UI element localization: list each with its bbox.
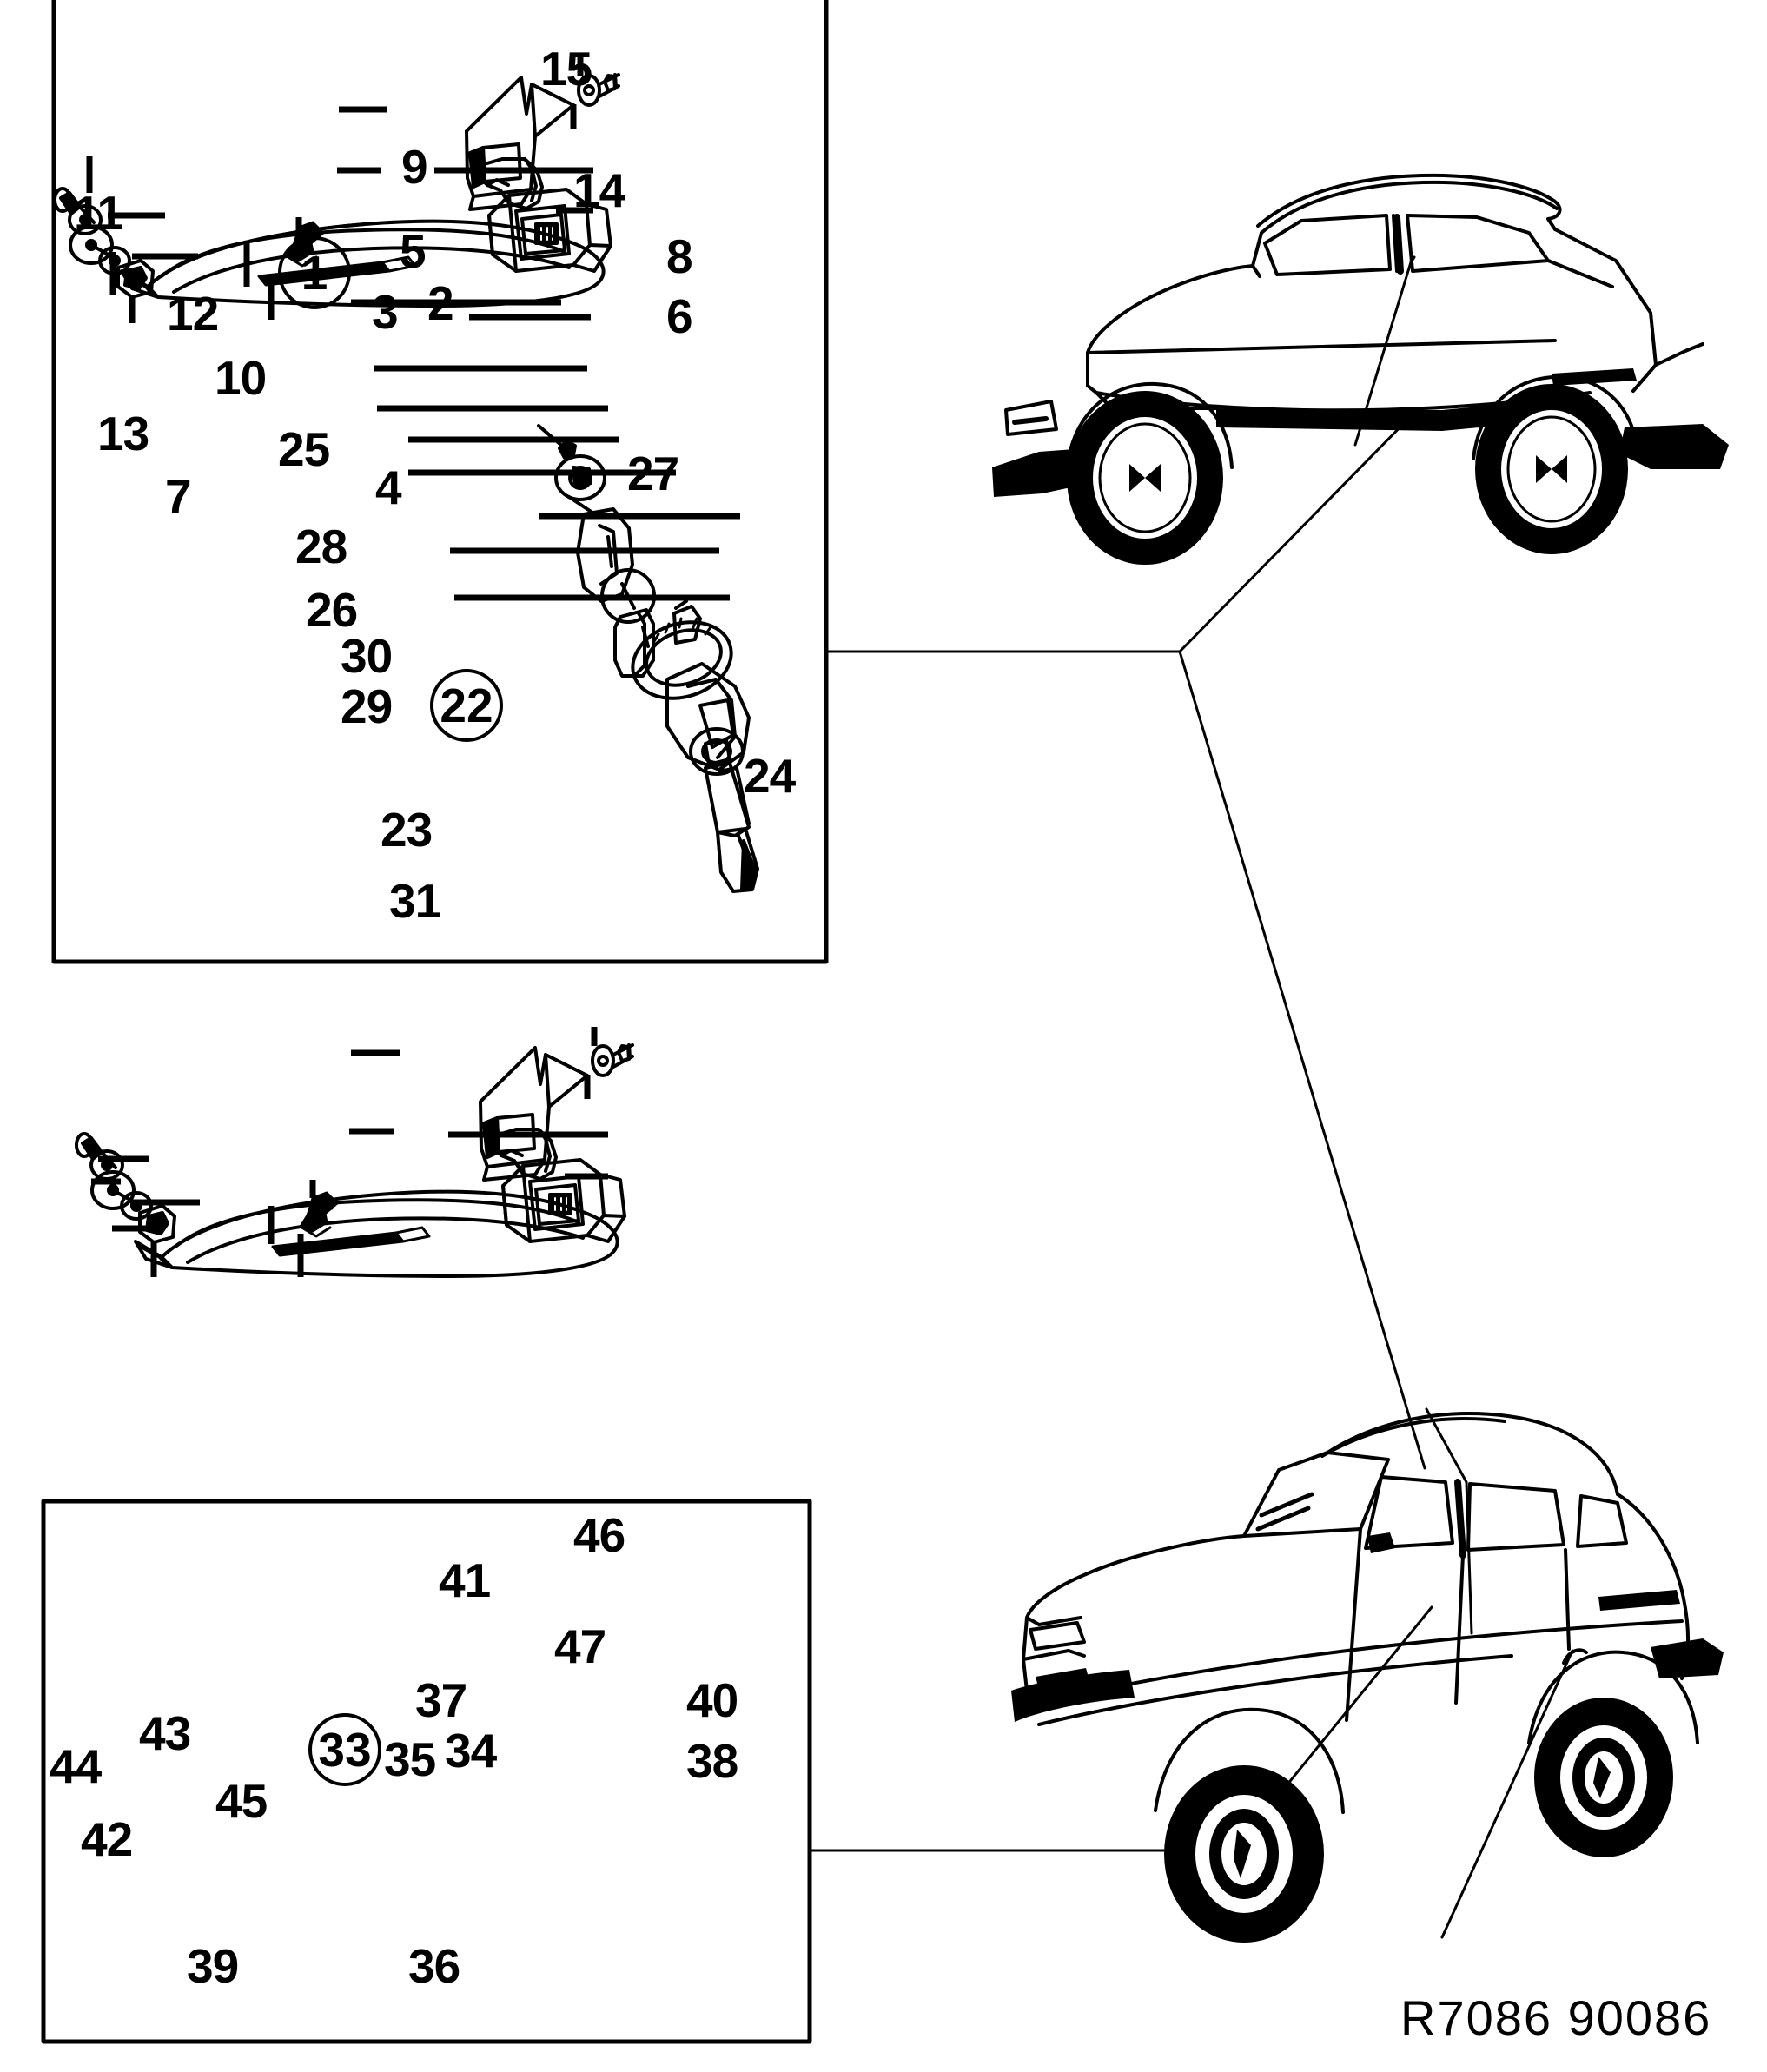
part-29-ring-teeth xyxy=(652,617,712,645)
callout-25: 25 xyxy=(278,422,330,476)
part-30-bracket xyxy=(613,608,655,678)
assembly-balloon-1: 1 xyxy=(278,236,351,309)
callout-4: 4 xyxy=(375,460,402,514)
vehicle-illustration-lower xyxy=(1011,1407,1724,1943)
callout-8: 8 xyxy=(666,229,693,283)
callout-12: 12 xyxy=(167,287,219,341)
callout-43: 43 xyxy=(139,1706,191,1760)
callout-40: 40 xyxy=(686,1673,738,1727)
callout-29: 29 xyxy=(341,679,393,733)
callout-5: 5 xyxy=(400,224,427,278)
part-29-clamp-ring xyxy=(631,620,733,700)
assembly-balloon-22: 22 xyxy=(430,669,503,742)
callout-10: 10 xyxy=(215,351,267,405)
assembly-balloon-33: 33 xyxy=(308,1713,381,1786)
catalog-number: R7086 90086 xyxy=(1400,1990,1712,2045)
part-12-washer xyxy=(68,204,103,235)
callout-9: 9 xyxy=(401,140,428,194)
leader-lines-top xyxy=(86,57,740,601)
callout-42: 42 xyxy=(81,1812,133,1866)
part-40-handle-body xyxy=(501,1158,626,1243)
callout-15: 15 xyxy=(540,42,592,96)
callout-41: 41 xyxy=(439,1553,491,1607)
part-23-rod xyxy=(704,761,751,837)
callout-38: 38 xyxy=(686,1734,738,1788)
wheel-rear-upper xyxy=(1475,384,1628,554)
vehicle-illustration-upper xyxy=(992,173,1729,565)
callout-28: 28 xyxy=(295,520,347,573)
panel-top-border xyxy=(51,0,829,964)
part-34-clip-detail xyxy=(299,1196,334,1238)
connector-lines xyxy=(808,411,1433,1852)
callout-26: 26 xyxy=(306,583,358,637)
part-39-end-fitting xyxy=(138,1204,176,1244)
part-cylinder-fins xyxy=(672,599,702,645)
part-15-screw xyxy=(577,73,620,107)
wheel-rear-lower xyxy=(1534,1698,1673,1857)
callout-46: 46 xyxy=(573,1508,625,1562)
callout-7: 7 xyxy=(165,469,192,523)
callout-6: 6 xyxy=(666,289,693,343)
callout-36: 36 xyxy=(408,1939,460,1993)
part-36-insert-strip xyxy=(271,1226,431,1257)
part-31-key-end xyxy=(716,827,759,893)
leader-lines-bottom xyxy=(91,1027,608,1277)
callout-14: 14 xyxy=(573,163,625,217)
callout-45: 45 xyxy=(215,1774,268,1828)
part-24-cylinder-body xyxy=(665,662,751,776)
callout-27: 27 xyxy=(627,447,679,500)
part-27-washer xyxy=(554,454,606,514)
callout-39: 39 xyxy=(187,1939,239,1993)
callout-24: 24 xyxy=(744,749,796,803)
callout-34: 34 xyxy=(445,1724,497,1777)
panel-bottom-border xyxy=(41,1499,812,2044)
wheel-front-upper xyxy=(1067,391,1223,565)
part-13-washer xyxy=(69,225,115,265)
callout-3: 3 xyxy=(372,285,399,339)
callout-35: 35 xyxy=(384,1732,436,1786)
callout-11: 11 xyxy=(74,186,123,240)
part-7-end-fitting xyxy=(116,259,155,299)
callout-31: 31 xyxy=(389,874,441,928)
callout-47: 47 xyxy=(554,1619,606,1673)
callout-44: 44 xyxy=(50,1739,102,1793)
callout-37: 37 xyxy=(415,1673,467,1727)
callout-23: 23 xyxy=(381,803,433,857)
callout-13: 13 xyxy=(97,407,149,460)
callout-2: 2 xyxy=(427,276,454,330)
part-46-screw xyxy=(591,1043,634,1077)
callout-30: 30 xyxy=(341,629,393,683)
wheel-front-lower xyxy=(1164,1765,1324,1943)
